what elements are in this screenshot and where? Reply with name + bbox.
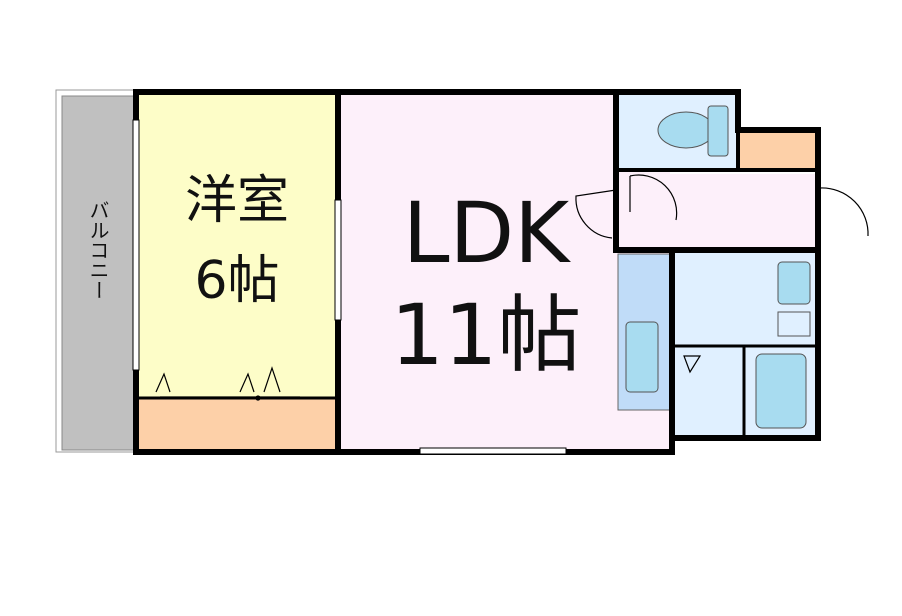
balcony	[55, 89, 137, 453]
toilet-icon	[657, 105, 729, 157]
bathtub-icon	[755, 353, 807, 429]
closet-doors	[155, 366, 300, 401]
shoe-storage	[740, 132, 818, 170]
western-room-name: 洋室	[185, 171, 289, 231]
entry-hall	[618, 174, 816, 248]
windows	[132, 119, 567, 455]
doors	[575, 174, 869, 374]
western-room-size: 6帖	[194, 251, 279, 311]
kitchen-sink-icon	[625, 321, 659, 393]
western-room-closet	[138, 398, 336, 450]
western-room	[138, 94, 336, 398]
ldk-size: 11帖	[391, 286, 582, 384]
balcony-label: バルコニー	[86, 200, 110, 300]
washbasin-icon	[777, 261, 811, 305]
ldk-name: LDK	[403, 184, 571, 282]
washer-tap-icon	[777, 311, 811, 337]
